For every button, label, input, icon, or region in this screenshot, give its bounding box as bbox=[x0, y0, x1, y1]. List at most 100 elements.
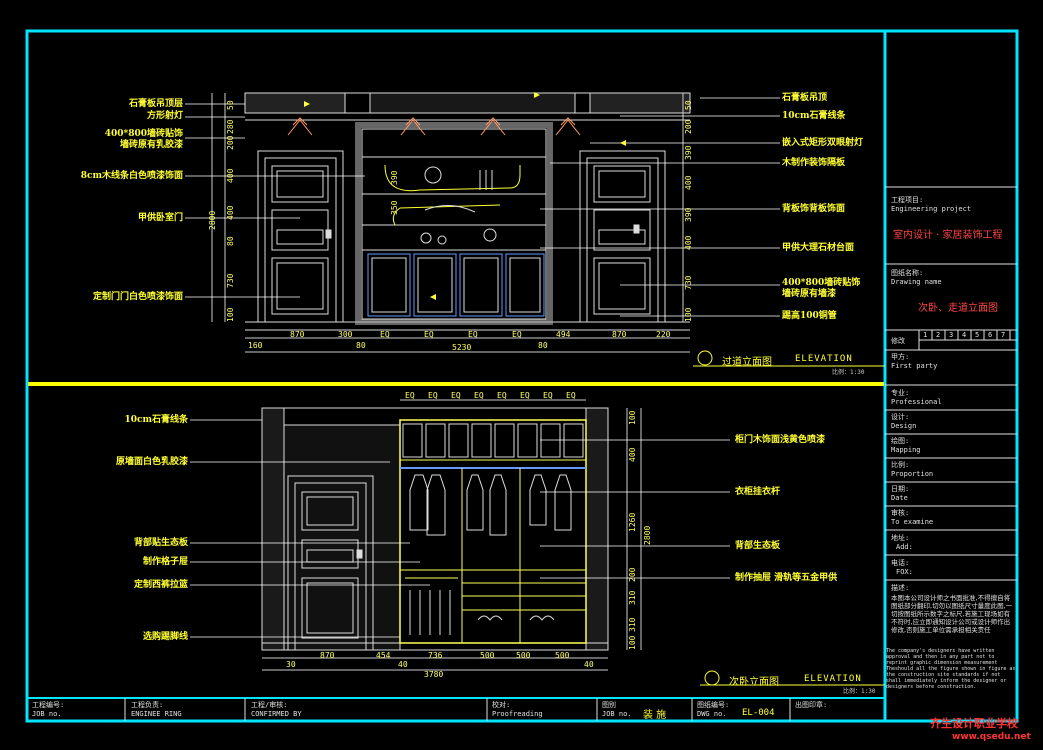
top-dim-right-4: 400 bbox=[684, 175, 693, 190]
top-dim-left-3: 200 bbox=[226, 135, 235, 150]
bar-engineering-en: ENGINEE RING bbox=[131, 710, 182, 718]
bottom-dim-bottom-7: 500 bbox=[555, 651, 570, 660]
top-label-left-6: 甲供卧室门 bbox=[137, 213, 183, 223]
watermark-title: 齐生设计职业学校 bbox=[930, 717, 1018, 730]
bottom-scale: 比例：1:30 bbox=[843, 688, 876, 695]
top-dim-bottom-6: EQ bbox=[424, 330, 434, 339]
top-dim-center-2: 350 bbox=[390, 200, 399, 215]
bottom-dim-bottom-8: 40 bbox=[584, 660, 594, 669]
field-date-en: Date bbox=[891, 494, 908, 502]
top-dim-right-8: 100 bbox=[684, 307, 693, 322]
top-leaders bbox=[185, 97, 780, 317]
top-label-left-3: 400*800墙砖贴饰 bbox=[104, 129, 183, 139]
top-title-cn: 过道立面图 bbox=[722, 357, 772, 368]
top-label-right-4: 木制作装饰隔板 bbox=[782, 158, 846, 168]
bar-job-en: JOB no. bbox=[32, 710, 62, 718]
top-label-left-7: 定制门门白色喷漆饰面 bbox=[92, 292, 183, 302]
bottom-dim-right-7: 100 bbox=[628, 635, 637, 650]
bar-engineering-cn: 工程负责: bbox=[131, 701, 164, 709]
revision-cell-2: 2 bbox=[936, 331, 941, 339]
top-scale: 比例：1:30 bbox=[832, 369, 865, 376]
bottom-title-cn: 次卧立面图 bbox=[729, 677, 779, 688]
bar-type-cn: 图别 bbox=[602, 701, 616, 709]
bottom-title-en: ELEVATION bbox=[804, 674, 862, 684]
bottom-dim-top-2: EQ bbox=[428, 391, 438, 400]
top-dim-bottom-5: EQ bbox=[380, 330, 390, 339]
field-professional-en: Professional bbox=[891, 398, 942, 406]
top-dim-bottom-2: 870 bbox=[290, 330, 305, 339]
bottom-label-right-4: 制作抽屉 滑轨等五金甲供 bbox=[735, 573, 838, 583]
bottom-dim-top-8: EQ bbox=[566, 391, 576, 400]
revision-label: 修改 bbox=[891, 337, 905, 345]
bar-proofreading-en: Proofreading bbox=[492, 710, 543, 718]
bottom-dim-right-1: 100 bbox=[628, 410, 637, 425]
bar-dwg-cn: 图纸编号: bbox=[697, 701, 730, 709]
top-dim-right-5: 390 bbox=[684, 207, 693, 222]
top-dim-bottom-1: 160 bbox=[248, 341, 263, 350]
top-dim-bottom-9: 494 bbox=[556, 330, 571, 339]
bar-confirmed-cn: 工程/审核: bbox=[251, 701, 288, 709]
bottom-dim-top-6: EQ bbox=[520, 391, 530, 400]
bottom-label-left-3: 背部贴生态板 bbox=[133, 538, 188, 548]
project-label-en: Engineering project bbox=[891, 205, 972, 213]
field-design-cn: 设计: bbox=[891, 413, 910, 421]
bottom-dim-top-1: EQ bbox=[405, 391, 415, 400]
bottom-dim-bottom-extra: 40 bbox=[398, 660, 408, 669]
drawing-name: 次卧、走道立面图 bbox=[918, 303, 998, 314]
revision-cell-3: 3 bbox=[949, 331, 954, 339]
notes-title: 描述: bbox=[891, 584, 910, 592]
bottom-elev-marker bbox=[704, 670, 720, 686]
bottom-dim-top-7: EQ bbox=[543, 391, 553, 400]
top-label-left-2: 方形射灯 bbox=[146, 111, 183, 121]
top-dim-bottom-10: 870 bbox=[612, 330, 627, 339]
field-examine-en: To examine bbox=[891, 518, 934, 526]
top-label-right-8: 墙砖原有墙漆 bbox=[782, 289, 837, 299]
top-title-en: ELEVATION bbox=[795, 354, 853, 364]
bottom-label-left-4: 制作格子屉 bbox=[142, 557, 188, 567]
top-dim-left-8: 100 bbox=[226, 307, 235, 322]
top-label-right-1: 石膏板吊顶 bbox=[782, 93, 828, 103]
top-dim-left-7: 730 bbox=[226, 273, 235, 288]
bar-dwg-en: DWG no. bbox=[697, 710, 727, 718]
top-dim-left-4: 400 bbox=[226, 168, 235, 183]
job-type-value: 装 施 bbox=[643, 710, 667, 721]
drawing-label-en: Drawing name bbox=[891, 278, 942, 286]
top-dim-left-5: 400 bbox=[226, 205, 235, 220]
titleblock-lines bbox=[124, 186, 1017, 721]
top-label-left-1: 石膏板吊顶层 bbox=[128, 99, 183, 109]
bottom-dim-right-total: 2800 bbox=[643, 525, 652, 545]
field-phone-en: FOX: bbox=[896, 568, 913, 576]
bottom-label-left-1: 10cm石膏线条 bbox=[124, 415, 188, 425]
bar-confirmed-en: CONFIRMED BY bbox=[251, 710, 302, 718]
field-proportion-en: Proportion bbox=[891, 470, 934, 478]
bar-type-en: JOB no. bbox=[602, 710, 632, 718]
bottom-dim-bottom-2: 870 bbox=[320, 651, 335, 660]
field-professional-cn: 专业: bbox=[891, 389, 910, 397]
field-design-en: Design bbox=[891, 422, 917, 430]
top-label-right-6: 甲供大理石材台面 bbox=[782, 243, 855, 253]
field-proportion-cn: 比例: bbox=[891, 461, 910, 469]
bottom-dim-bottom-4: 736 bbox=[428, 651, 443, 660]
revision-cell-7: 7 bbox=[1001, 331, 1006, 339]
dwg-no-value: EL-004 bbox=[742, 708, 775, 718]
field-first-party-cn: 甲方: bbox=[891, 353, 910, 361]
top-elev-marker bbox=[697, 350, 713, 366]
field-date-cn: 日期: bbox=[891, 485, 910, 493]
top-dim-bottom-3: 300 bbox=[338, 330, 353, 339]
field-address-cn: 地址: bbox=[891, 534, 910, 542]
top-dim-left-total: 2800 bbox=[208, 210, 217, 230]
bottom-label-right-1: 柜门木饰面浅黄色喷漆 bbox=[735, 435, 826, 445]
top-elevation bbox=[211, 92, 691, 353]
field-examine-cn: 审核: bbox=[891, 509, 910, 517]
bottom-label-left-2: 原墙面白色乳胶漆 bbox=[115, 457, 188, 467]
top-dim-bottom-7: EQ bbox=[468, 330, 478, 339]
bottom-label-right-2: 衣柜挂衣杆 bbox=[735, 487, 781, 497]
revision-cell-1: 1 bbox=[923, 331, 928, 339]
bottom-elevation bbox=[261, 399, 642, 671]
watermark-url: www.qsedu.net bbox=[952, 732, 1031, 742]
bottom-dim-bottom-5: 500 bbox=[480, 651, 495, 660]
bottom-label-left-6: 选购踢脚线 bbox=[142, 632, 188, 642]
top-dim-left-2: 280 bbox=[226, 119, 235, 134]
bottom-dim-bottom-6: 500 bbox=[516, 651, 531, 660]
